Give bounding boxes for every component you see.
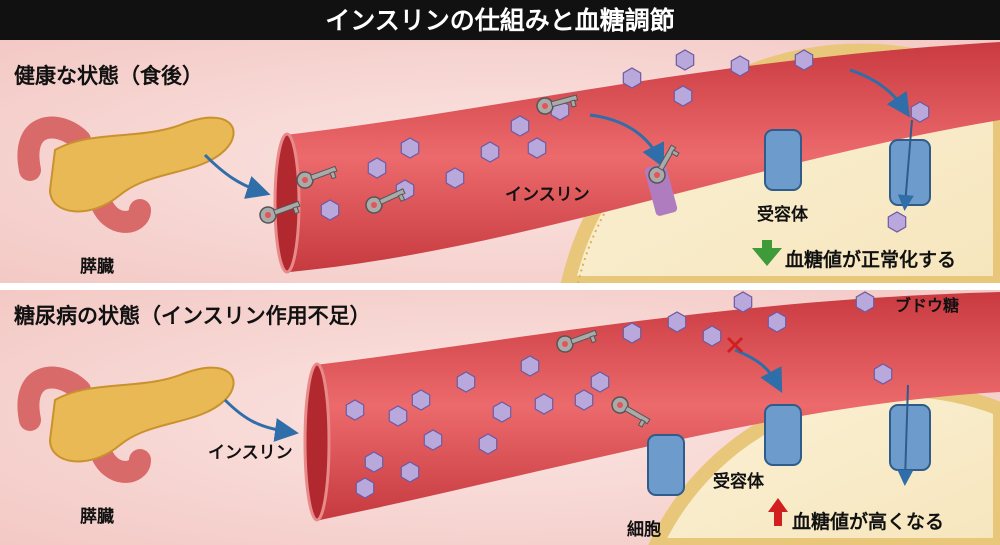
glucose-molecule — [574, 389, 594, 411]
diabetes-result: 血糖値が高くなる — [792, 510, 944, 533]
glucose-molecule — [733, 291, 753, 313]
duodenum — [17, 366, 151, 483]
blood-vessel — [315, 292, 1000, 520]
receptor-label: 受容体 — [757, 204, 809, 225]
glucose-molecule — [345, 399, 365, 421]
glucose-molecule — [590, 371, 610, 393]
glucose-molecule — [364, 451, 384, 473]
healthy-result: 血糖値が正常化する — [785, 248, 956, 271]
glucose-molecule — [388, 405, 408, 427]
cell-label: 細胞 — [627, 519, 661, 540]
receptor-open — [889, 119, 931, 211]
flow-arrow-icon — [223, 398, 299, 442]
glucose-molecule — [510, 115, 530, 137]
receptor — [647, 434, 685, 496]
glucose-molecule — [478, 433, 498, 455]
insulin-key-icon — [536, 94, 579, 115]
divider — [0, 283, 1000, 290]
flow-arrow-icon — [589, 113, 665, 169]
glucose-molecule — [767, 311, 787, 333]
blocked-x-icon — [726, 336, 744, 354]
glucose-molecule — [675, 49, 695, 71]
flow-arrow-icon — [849, 68, 910, 118]
glucose-molecule — [520, 355, 540, 377]
duodenum — [17, 116, 151, 233]
title-bar — [0, 0, 1000, 40]
glucose-molecule — [400, 137, 420, 159]
insulin-label: インスリン — [208, 443, 293, 463]
glucose-molecule — [320, 199, 340, 221]
glucose-molecule — [367, 157, 387, 179]
glucose-molecule — [730, 55, 750, 77]
diabetes-panel: 糖尿病の状態（インスリン作用不足） ブドウ糖 インスリン 膵臓 受容体 細胞 血… — [0, 290, 1000, 545]
receptor — [764, 129, 802, 191]
glucose-molecule — [622, 322, 642, 344]
glucose-molecule — [702, 325, 722, 347]
glucose-molecule — [622, 67, 642, 89]
down-arrow-icon — [752, 240, 782, 266]
glucose-molecule — [887, 211, 907, 233]
healthy-heading: 健康な状態（食後） — [14, 64, 203, 88]
receptor — [764, 404, 802, 466]
blood-vessel — [285, 42, 1000, 272]
healthy-panel: 健康な状態（食後） 膵臓 インスリン 受容体 血糖値が正常化する — [0, 40, 1000, 283]
insulin-key-icon — [259, 200, 301, 224]
diabetes-heading: 糖尿病の状態（インスリン作用不足） — [14, 304, 371, 328]
glucose-molecule — [456, 371, 476, 393]
page-title: インスリンの仕組みと血糖調節 — [325, 6, 675, 35]
glucose-molecule — [534, 393, 554, 415]
glucose-molecule — [480, 141, 500, 163]
vessel-opening — [303, 362, 331, 522]
glucose-molecule — [527, 137, 547, 159]
pancreas — [48, 366, 235, 463]
insulin-key-icon — [556, 329, 598, 353]
glucose-molecule — [445, 167, 465, 189]
receptor-channel — [889, 384, 931, 486]
glucose-molecule — [910, 101, 930, 123]
insulin-key-icon — [296, 165, 338, 189]
glucose-molecule — [673, 85, 693, 107]
up-arrow-icon — [768, 498, 788, 526]
glucose-molecule — [423, 429, 443, 451]
glucose-molecule — [794, 49, 814, 71]
glucose-molecule — [667, 311, 687, 333]
pancreas — [48, 116, 235, 213]
insulin-key-icon — [365, 188, 406, 214]
glucose-molecule — [411, 389, 431, 411]
glucose-label: ブドウ糖 — [895, 296, 959, 315]
pancreas-label: 膵臓 — [80, 256, 114, 277]
glucose-molecule — [400, 461, 420, 483]
glucose-molecule — [873, 363, 893, 385]
pancreas-label: 膵臓 — [80, 506, 114, 527]
flow-arrow-icon — [203, 153, 271, 199]
insulin-label: インスリン — [505, 185, 590, 205]
insulin-key-icon — [648, 144, 680, 184]
receptor-label: 受容体 — [713, 471, 765, 492]
glucose-molecule — [855, 291, 875, 313]
glucose-molecule — [355, 477, 375, 499]
insulin-key-icon — [611, 396, 651, 428]
glucose-molecule — [492, 401, 512, 423]
